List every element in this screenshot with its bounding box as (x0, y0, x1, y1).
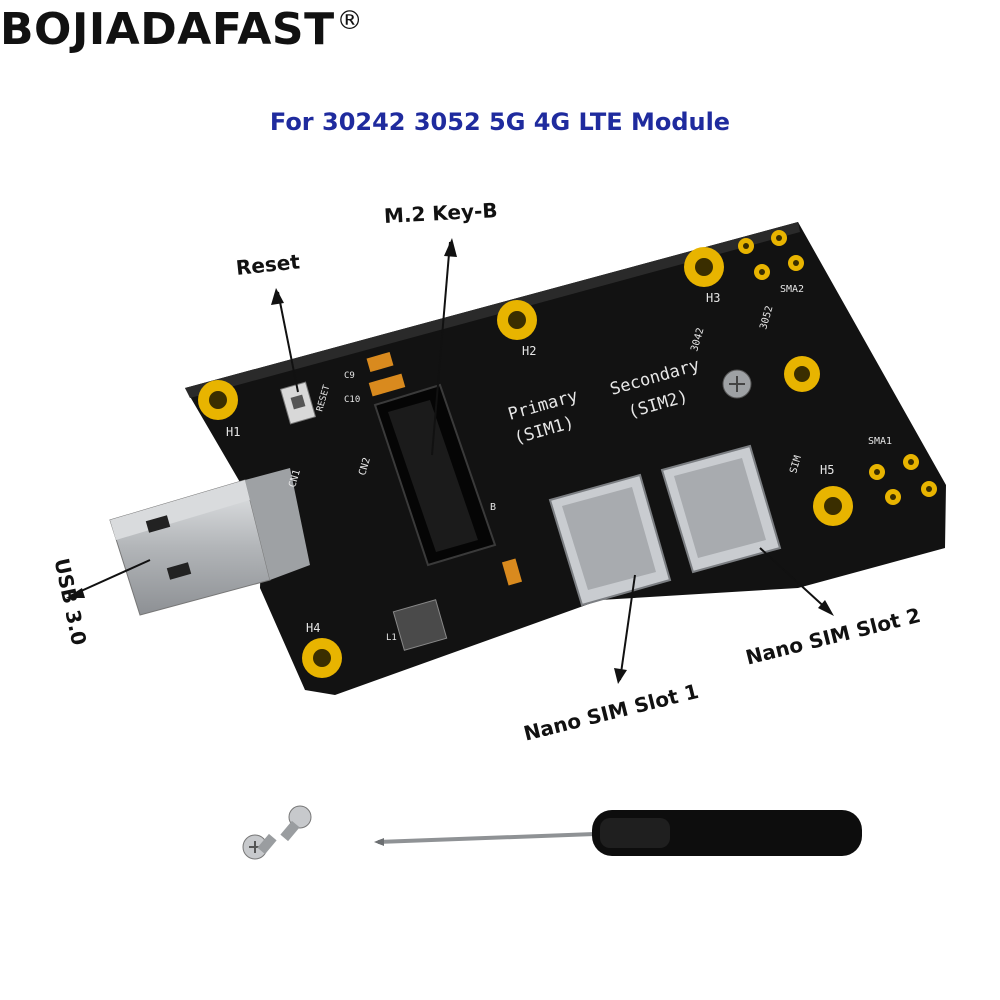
adapter-board (185, 222, 946, 695)
sim-slot-2 (660, 444, 782, 574)
mounting-hole-h2 (497, 300, 537, 340)
board-screw (722, 369, 752, 399)
brand-logo: BOJIADAFAST® (0, 4, 364, 55)
silk-h3: H3 (706, 291, 720, 305)
mounting-hole-h3 (684, 247, 724, 287)
usb-connector (109, 468, 310, 616)
silk-c10: C10 (344, 395, 360, 405)
registered-mark: ® (336, 6, 364, 36)
screwdriver (374, 810, 862, 856)
silk-sma1: SMA1 (868, 436, 892, 447)
callout-arrows (69, 241, 831, 681)
sma2-pads (738, 230, 804, 280)
arrow-usb (69, 559, 151, 597)
loose-screws (242, 805, 312, 860)
silk-sim: SIM (788, 454, 804, 474)
capacitor-right (501, 558, 523, 586)
silk-b: B (490, 502, 496, 513)
brand-name: BOJIADAFAST (0, 4, 335, 55)
arrow-reset (277, 291, 299, 393)
arrow-heads (66, 238, 834, 684)
capacitor-c10 (368, 373, 406, 397)
product-subtitle: For 30242 3052 5G 4G LTE Module (269, 108, 731, 136)
capacitor-c9 (366, 351, 394, 373)
mounting-hole-h5 (813, 486, 853, 526)
silk-c9: C9 (344, 371, 355, 381)
silk-l1: L1 (386, 633, 397, 643)
arrow-sim2 (759, 547, 831, 613)
arrow-sim1 (619, 574, 636, 681)
silk-sma2: SMA2 (780, 284, 804, 295)
m2-key-b-slot (373, 383, 497, 567)
sim-slot-1 (548, 473, 672, 607)
mounting-hole-h4 (302, 638, 342, 678)
silk-h5: H5 (820, 463, 834, 477)
silk-cn2: CN2 (357, 456, 373, 476)
reset-button (279, 381, 317, 425)
mounting-hole-right (784, 356, 820, 392)
sma1-pads (869, 454, 937, 505)
silk-h1: H1 (226, 425, 240, 439)
arrow-mkey (431, 241, 451, 456)
silk-h4: H4 (306, 621, 320, 635)
inductor-l1 (392, 599, 448, 651)
silk-h2: H2 (522, 344, 536, 358)
mounting-hole-h1 (198, 380, 238, 420)
silk-cn1: CN1 (287, 468, 303, 488)
